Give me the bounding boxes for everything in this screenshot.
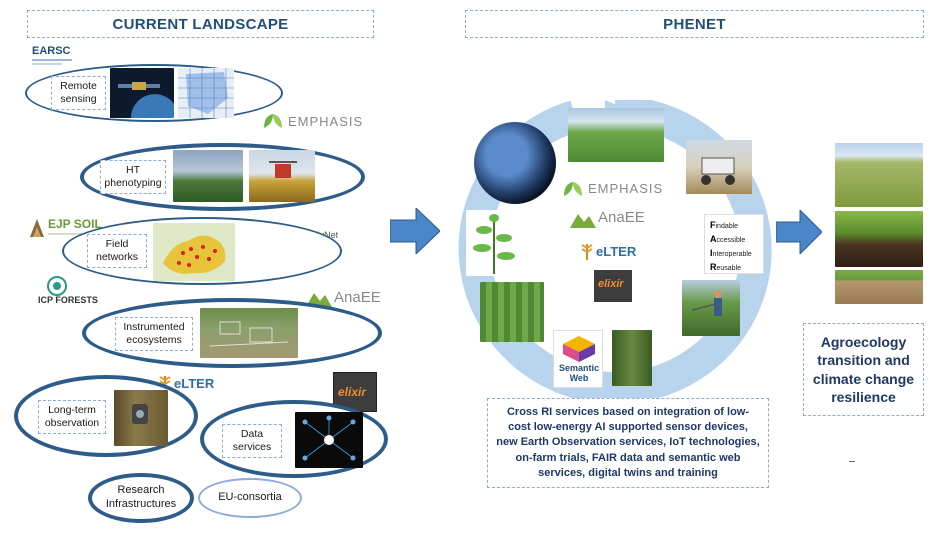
tree-sensor-photo — [114, 390, 168, 446]
instrumented-ecosystem-photo — [200, 308, 298, 358]
arrow-to-outcomes — [776, 210, 822, 254]
leaf-icon — [264, 114, 282, 128]
eu-consortia-label: EU-consortia — [218, 491, 282, 504]
icp-forests-logo: ICP FORESTS — [38, 275, 108, 309]
data-services-label: Data services — [222, 424, 282, 458]
semantic-web-text: Semantic Web — [558, 363, 600, 383]
network-icon — [302, 415, 356, 461]
fair-i: I — [710, 247, 713, 258]
anaee-logo-center: AnaEE — [570, 206, 650, 234]
wheat-field-photo — [835, 143, 923, 207]
small-dash — [849, 461, 855, 462]
emphasis-text-center: EMPHASIS — [588, 181, 664, 196]
globe-icon — [47, 276, 67, 296]
phenet-header: PHENET — [465, 10, 924, 38]
satellite-photo — [110, 68, 174, 118]
elixir-logo-center: elixir — [594, 270, 632, 302]
fair-principles: Findable Accessible Interoperable Reusab… — [704, 214, 764, 274]
research-infrastructures-ellipse — [88, 473, 194, 523]
fair-r: R — [710, 261, 717, 272]
field-aerial-photo — [568, 108, 664, 162]
phenotyping-greenhouse-photo — [173, 150, 243, 202]
elter-text-center: eLTER — [596, 244, 637, 259]
cube-icon — [563, 336, 595, 362]
anaee-text-left: AnaEE — [334, 289, 381, 306]
research-infrastructures-label: Research Infrastructures — [105, 484, 177, 510]
emphasis-logo-left: EMPHASIS — [262, 110, 362, 132]
ejp-soil-logo: EJP SOIL — [28, 213, 108, 243]
icp-forests-text: ICP FORESTS — [38, 295, 98, 305]
current-landscape-header: CURRENT LANDSCAPE — [27, 10, 374, 38]
fair-reusable: eusable — [716, 264, 742, 272]
plant-icon — [473, 214, 515, 274]
fair-interoperable: nteroperable — [712, 250, 752, 258]
field-rover-photo — [686, 140, 752, 194]
plant-illustration — [466, 210, 522, 276]
field-networks-label: Field networks — [87, 234, 147, 268]
grid-map-photo — [178, 68, 234, 118]
wheat-icon — [581, 244, 593, 260]
elixir-text-center: elixir — [598, 278, 624, 290]
emphasis-logo-center: EMPHASIS — [562, 178, 662, 200]
semantic-web-logo: Semantic Web — [553, 330, 603, 388]
earsc-logo-text: EARSC — [32, 45, 71, 57]
mountain-icon — [570, 214, 596, 228]
elixir-text-left: elixir — [338, 385, 367, 399]
europe-map-photo — [153, 223, 235, 281]
anaee-text-center: AnaEE — [598, 209, 645, 226]
phenotyping-field-robot-photo — [249, 150, 315, 202]
long-term-observation-label: Long-term observation — [38, 400, 106, 434]
europe-map-icon — [163, 235, 226, 274]
elter-text-left: eLTER — [174, 376, 215, 391]
remote-sensing-label: Remote sensing — [51, 76, 106, 110]
satellite-icon — [118, 82, 160, 90]
forest-sensor-photo — [612, 330, 652, 386]
soil-hands-photo — [835, 211, 923, 267]
crop-plots-photo — [480, 282, 544, 342]
field-worker-photo — [682, 280, 740, 336]
drought-soil-photo — [835, 270, 923, 304]
fair-findable: indable — [715, 223, 739, 230]
instrumented-ecosystems-label: Instrumented ecosystems — [115, 317, 193, 351]
fair-f: F — [710, 220, 716, 230]
emphasis-text-left: EMPHASIS — [288, 114, 364, 129]
soil-icon — [30, 219, 44, 237]
phenet-services-description: Cross RI services based on integration o… — [487, 398, 769, 488]
arrow-to-phenet — [390, 208, 440, 254]
fair-accessible: ccessible — [716, 236, 746, 244]
earsc-logo: EARSC — [30, 43, 78, 69]
ejp-soil-text: EJP SOIL — [48, 217, 102, 231]
fair-a: A — [710, 233, 717, 244]
agroecology-outcome: Agroecology transition and climate chang… — [803, 323, 924, 416]
eu-consortia-ellipse — [198, 478, 302, 518]
earth-observation-photo — [474, 122, 556, 204]
data-network-photo — [295, 412, 363, 468]
ht-phenotyping-label: HT phenotyping — [100, 160, 166, 194]
leaf-icon — [564, 182, 582, 196]
elter-logo-center: eLTER — [580, 242, 644, 264]
